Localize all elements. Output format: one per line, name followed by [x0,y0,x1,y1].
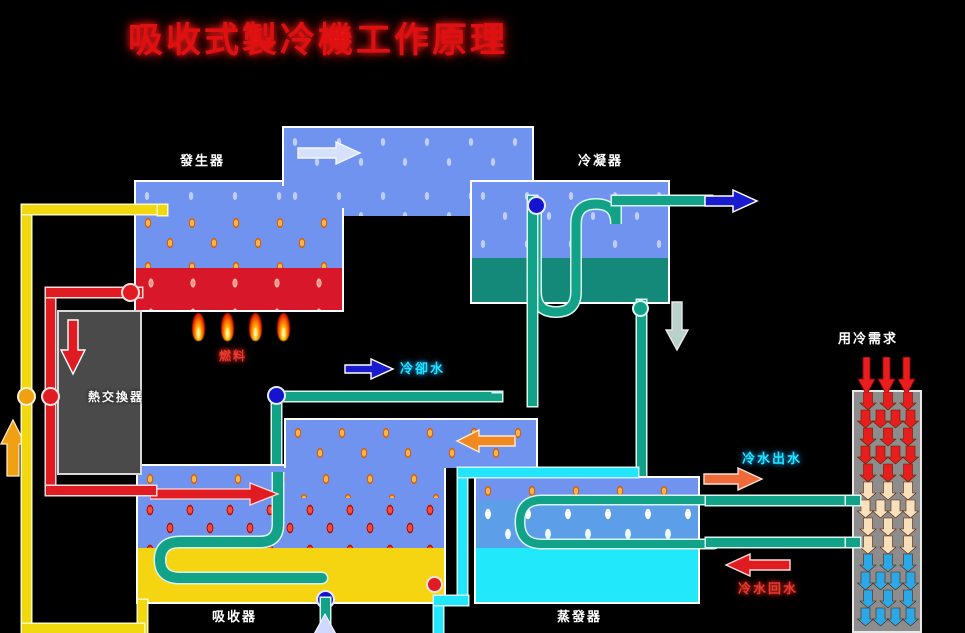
label-cooling-water: 冷卻水 [400,362,446,377]
weak-solution-top [22,205,167,214]
condenser-drain-pipe [637,300,646,480]
absorber-outlet-run [22,624,144,633]
page-title: 吸收式製冷機工作原理 [128,21,509,61]
condenser-drain-node [634,302,647,315]
label-chilled-water-supply: 冷水出水 [742,452,803,467]
absorber-cooling-coil [153,472,329,585]
cooling-demand-inlet-arrows [857,357,916,396]
label-heat-exchanger: 熱交換器 [88,390,145,404]
absorber-upper-space [138,466,444,502]
cooling-water-feed-vertical [272,392,281,512]
heat-exchanger-hot-node [43,389,58,404]
flame-icon [277,313,290,341]
label-generator: 發生器 [180,154,226,169]
cooling-water-down-arrow [664,301,690,352]
cooling-water-feed-node [269,388,284,403]
evaporator-chilled-coil [514,494,718,550]
strong-solution-outlet-node [123,285,138,300]
chilled-supply-pipe [706,496,856,505]
label-absorber: 吸收器 [212,610,258,625]
evaporator-chilled-pool [476,548,698,602]
label-fuel: 燃料 [219,349,248,363]
heat-exchanger-down-arrow [59,319,87,376]
cooling-water-arrow [344,357,395,381]
absorber-discharge-arrow [313,612,337,633]
generator-shell [134,208,344,312]
label-evaporator: 蒸發器 [557,610,603,625]
chilled-return-pipe [706,538,856,547]
cooling-load-arrow-stack [856,392,920,627]
vapor-passage-shell [284,418,538,468]
generator-vapor-bridge [282,126,534,186]
evaporator-pump-line [434,596,468,605]
label-chilled-water-return: 冷水回水 [738,582,799,597]
evaporator-pump-node [428,578,441,591]
strong-solution-bottom [46,486,156,495]
heat-exchanger-body [57,310,142,475]
generator-tube-bank [136,210,342,270]
cooling-water-out-arrow [704,188,759,214]
absorber-feed-arrow [150,482,280,506]
strong-solution-top [46,288,142,297]
refrigerant-vapor-left-arrow [455,428,516,454]
flame-icon [249,313,262,341]
tower-supply-connection [846,496,860,505]
chilled-return-arrow [724,552,791,578]
flame-icon [192,313,205,341]
weak-solution-to-generator [158,205,167,215]
chilled-supply-arrow [703,466,764,492]
label-condenser: 冷凝器 [578,154,624,169]
cooling-water-return-leg [528,196,537,406]
evaporator-spray-header [458,468,638,477]
label-cooling-demand: 用冷需求 [838,332,899,347]
condenser-cooling-coil [530,197,622,319]
generator-heated-section [136,268,342,310]
tower-return-connection [846,538,860,547]
condenser-coil-inlet-node [529,198,544,213]
weak-solution-node [19,389,34,404]
flame-icon [221,313,234,341]
cooling-water-outlet-pipe [612,196,712,205]
evaporator-spray-inlet [458,468,467,604]
evaporator-pump-return [434,596,443,633]
absorber-pool-outlet [138,600,147,633]
vapor-to-condenser-arrow [297,140,362,166]
weak-solution-vertical [22,205,31,633]
cooling-water-feed-horizontal [272,392,502,401]
